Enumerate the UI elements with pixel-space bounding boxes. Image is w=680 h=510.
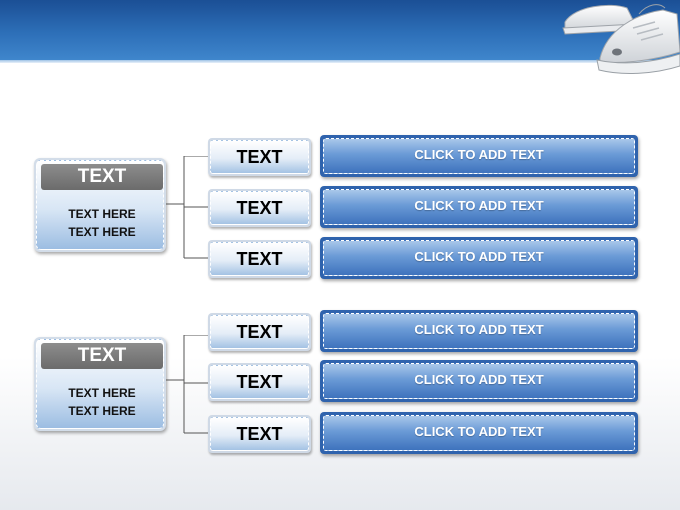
group-1-row-1-action[interactable]: CLICK TO ADD TEXT: [320, 135, 638, 177]
group-1-body-line-1: TEXT HERE: [68, 207, 136, 221]
group-1-title: TEXT: [41, 164, 163, 190]
header-divider: [0, 60, 680, 63]
group-1-row-3-label[interactable]: TEXT: [208, 240, 311, 278]
group-1-connector: [166, 156, 210, 259]
group-1-row-1-label[interactable]: TEXT: [208, 138, 311, 176]
group-1: TEXT TEXT HERE TEXT HERE TEXT TEXT TEXT …: [0, 135, 680, 296]
group-1-row-2-action[interactable]: CLICK TO ADD TEXT: [320, 186, 638, 228]
group-1-body-line-2: TEXT HERE: [68, 225, 136, 239]
group-2-main-box[interactable]: TEXT TEXT HERE TEXT HERE: [34, 337, 166, 431]
group-1-main-box[interactable]: TEXT TEXT HERE TEXT HERE: [34, 158, 166, 252]
group-1-row-2-label[interactable]: TEXT: [208, 189, 311, 227]
group-2-body: TEXT HERE TEXT HERE: [41, 384, 163, 420]
group-2-row-2-label[interactable]: TEXT: [208, 363, 311, 401]
group-2-row-1-label[interactable]: TEXT: [208, 313, 311, 351]
sneakers-image: [562, 4, 680, 74]
group-1-row-3-action[interactable]: CLICK TO ADD TEXT: [320, 237, 638, 279]
group-2-row-3-action[interactable]: CLICK TO ADD TEXT: [320, 412, 638, 454]
group-2-connector: [166, 335, 210, 434]
group-2-title: TEXT: [41, 343, 163, 369]
group-2: TEXT TEXT HERE TEXT HERE TEXT TEXT TEXT …: [0, 310, 680, 475]
group-2-body-line-1: TEXT HERE: [68, 386, 136, 400]
group-2-body-line-2: TEXT HERE: [68, 404, 136, 418]
group-2-row-2-action[interactable]: CLICK TO ADD TEXT: [320, 360, 638, 402]
group-1-body: TEXT HERE TEXT HERE: [41, 205, 163, 241]
group-2-row-1-action[interactable]: CLICK TO ADD TEXT: [320, 310, 638, 352]
group-2-row-3-label[interactable]: TEXT: [208, 415, 311, 453]
